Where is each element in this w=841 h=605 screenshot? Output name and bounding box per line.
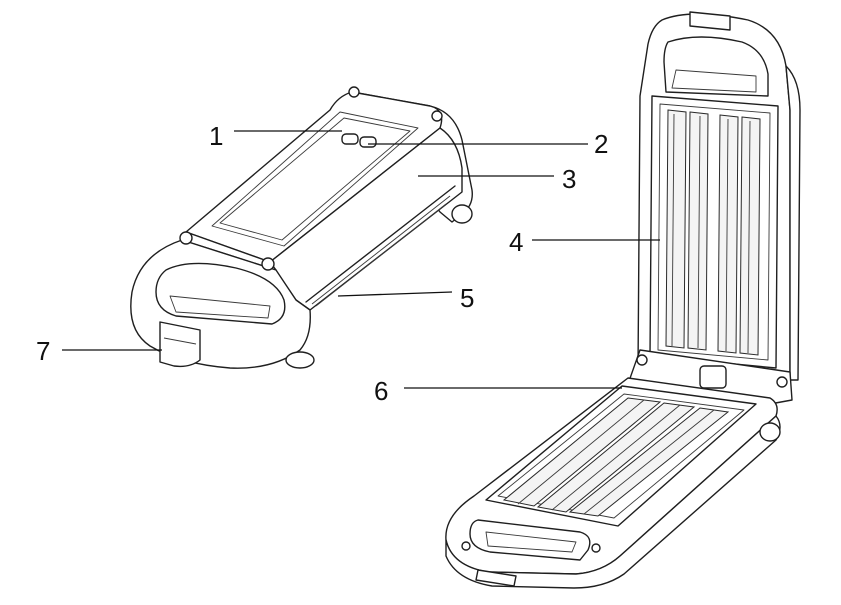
upper-channel-1 (665, 109, 687, 349)
lower-plate-channels (502, 397, 730, 517)
upper-handle-opening (663, 36, 769, 97)
closed-seam-line-3 (315, 203, 447, 307)
closed-hinge-bolt-right (261, 257, 275, 271)
callout-6: 6 (374, 376, 388, 406)
closed-seam-line-2 (311, 195, 451, 305)
upper-plate-channels (665, 109, 761, 356)
callout-7: 7 (36, 336, 50, 366)
open-foot-back (759, 422, 781, 442)
ready-light (359, 136, 377, 148)
leader-lines (62, 130, 660, 389)
upper-latch (689, 11, 731, 31)
leader-5 (337, 291, 453, 297)
callout-2: 2 (594, 129, 608, 159)
hinge-bolt-left (636, 354, 648, 366)
closed-handle-inner (169, 295, 271, 319)
upper-lid-side (785, 65, 801, 381)
callout-labels: 1 2 3 4 5 6 7 (36, 121, 608, 406)
upper-handle-inner (671, 69, 757, 93)
upper-channel-ridges (671, 113, 751, 354)
closed-foot-front (285, 351, 315, 369)
closed-back-bolt-right (431, 110, 443, 122)
open-appliance (445, 11, 801, 589)
callout-5: 5 (460, 283, 474, 313)
upper-channel-4 (739, 116, 761, 356)
closed-appliance (130, 86, 473, 369)
lower-screw-right (591, 543, 601, 553)
lower-handle-opening (469, 519, 591, 561)
callout-1: 1 (209, 121, 223, 151)
lower-channel-1 (502, 397, 662, 507)
upper-channel-3 (717, 114, 739, 354)
closed-back-bolt-left (348, 86, 360, 98)
closed-seam-line-1 (305, 185, 456, 303)
closed-foot-back (451, 204, 473, 224)
callout-4: 4 (509, 227, 523, 257)
callout-3: 3 (562, 164, 576, 194)
closed-handle-opening (155, 262, 286, 325)
lower-latch-catch (475, 569, 517, 587)
closed-latch (159, 321, 201, 368)
closed-top-panel (211, 111, 419, 247)
hinge-bolt-right (776, 376, 788, 388)
lower-screw-left (461, 541, 471, 551)
lower-handle-inner (485, 531, 577, 553)
hinge-pin (699, 365, 727, 389)
power-light (341, 133, 359, 145)
upper-channel-2 (687, 111, 709, 351)
lower-plate-inner (497, 393, 745, 519)
closed-latch-detail (163, 337, 197, 345)
closed-hinge-bolt-left (179, 231, 193, 245)
upper-plate-inner (657, 103, 771, 361)
lower-channel-ridges (517, 399, 715, 515)
closed-top-panel-inner (219, 117, 411, 241)
